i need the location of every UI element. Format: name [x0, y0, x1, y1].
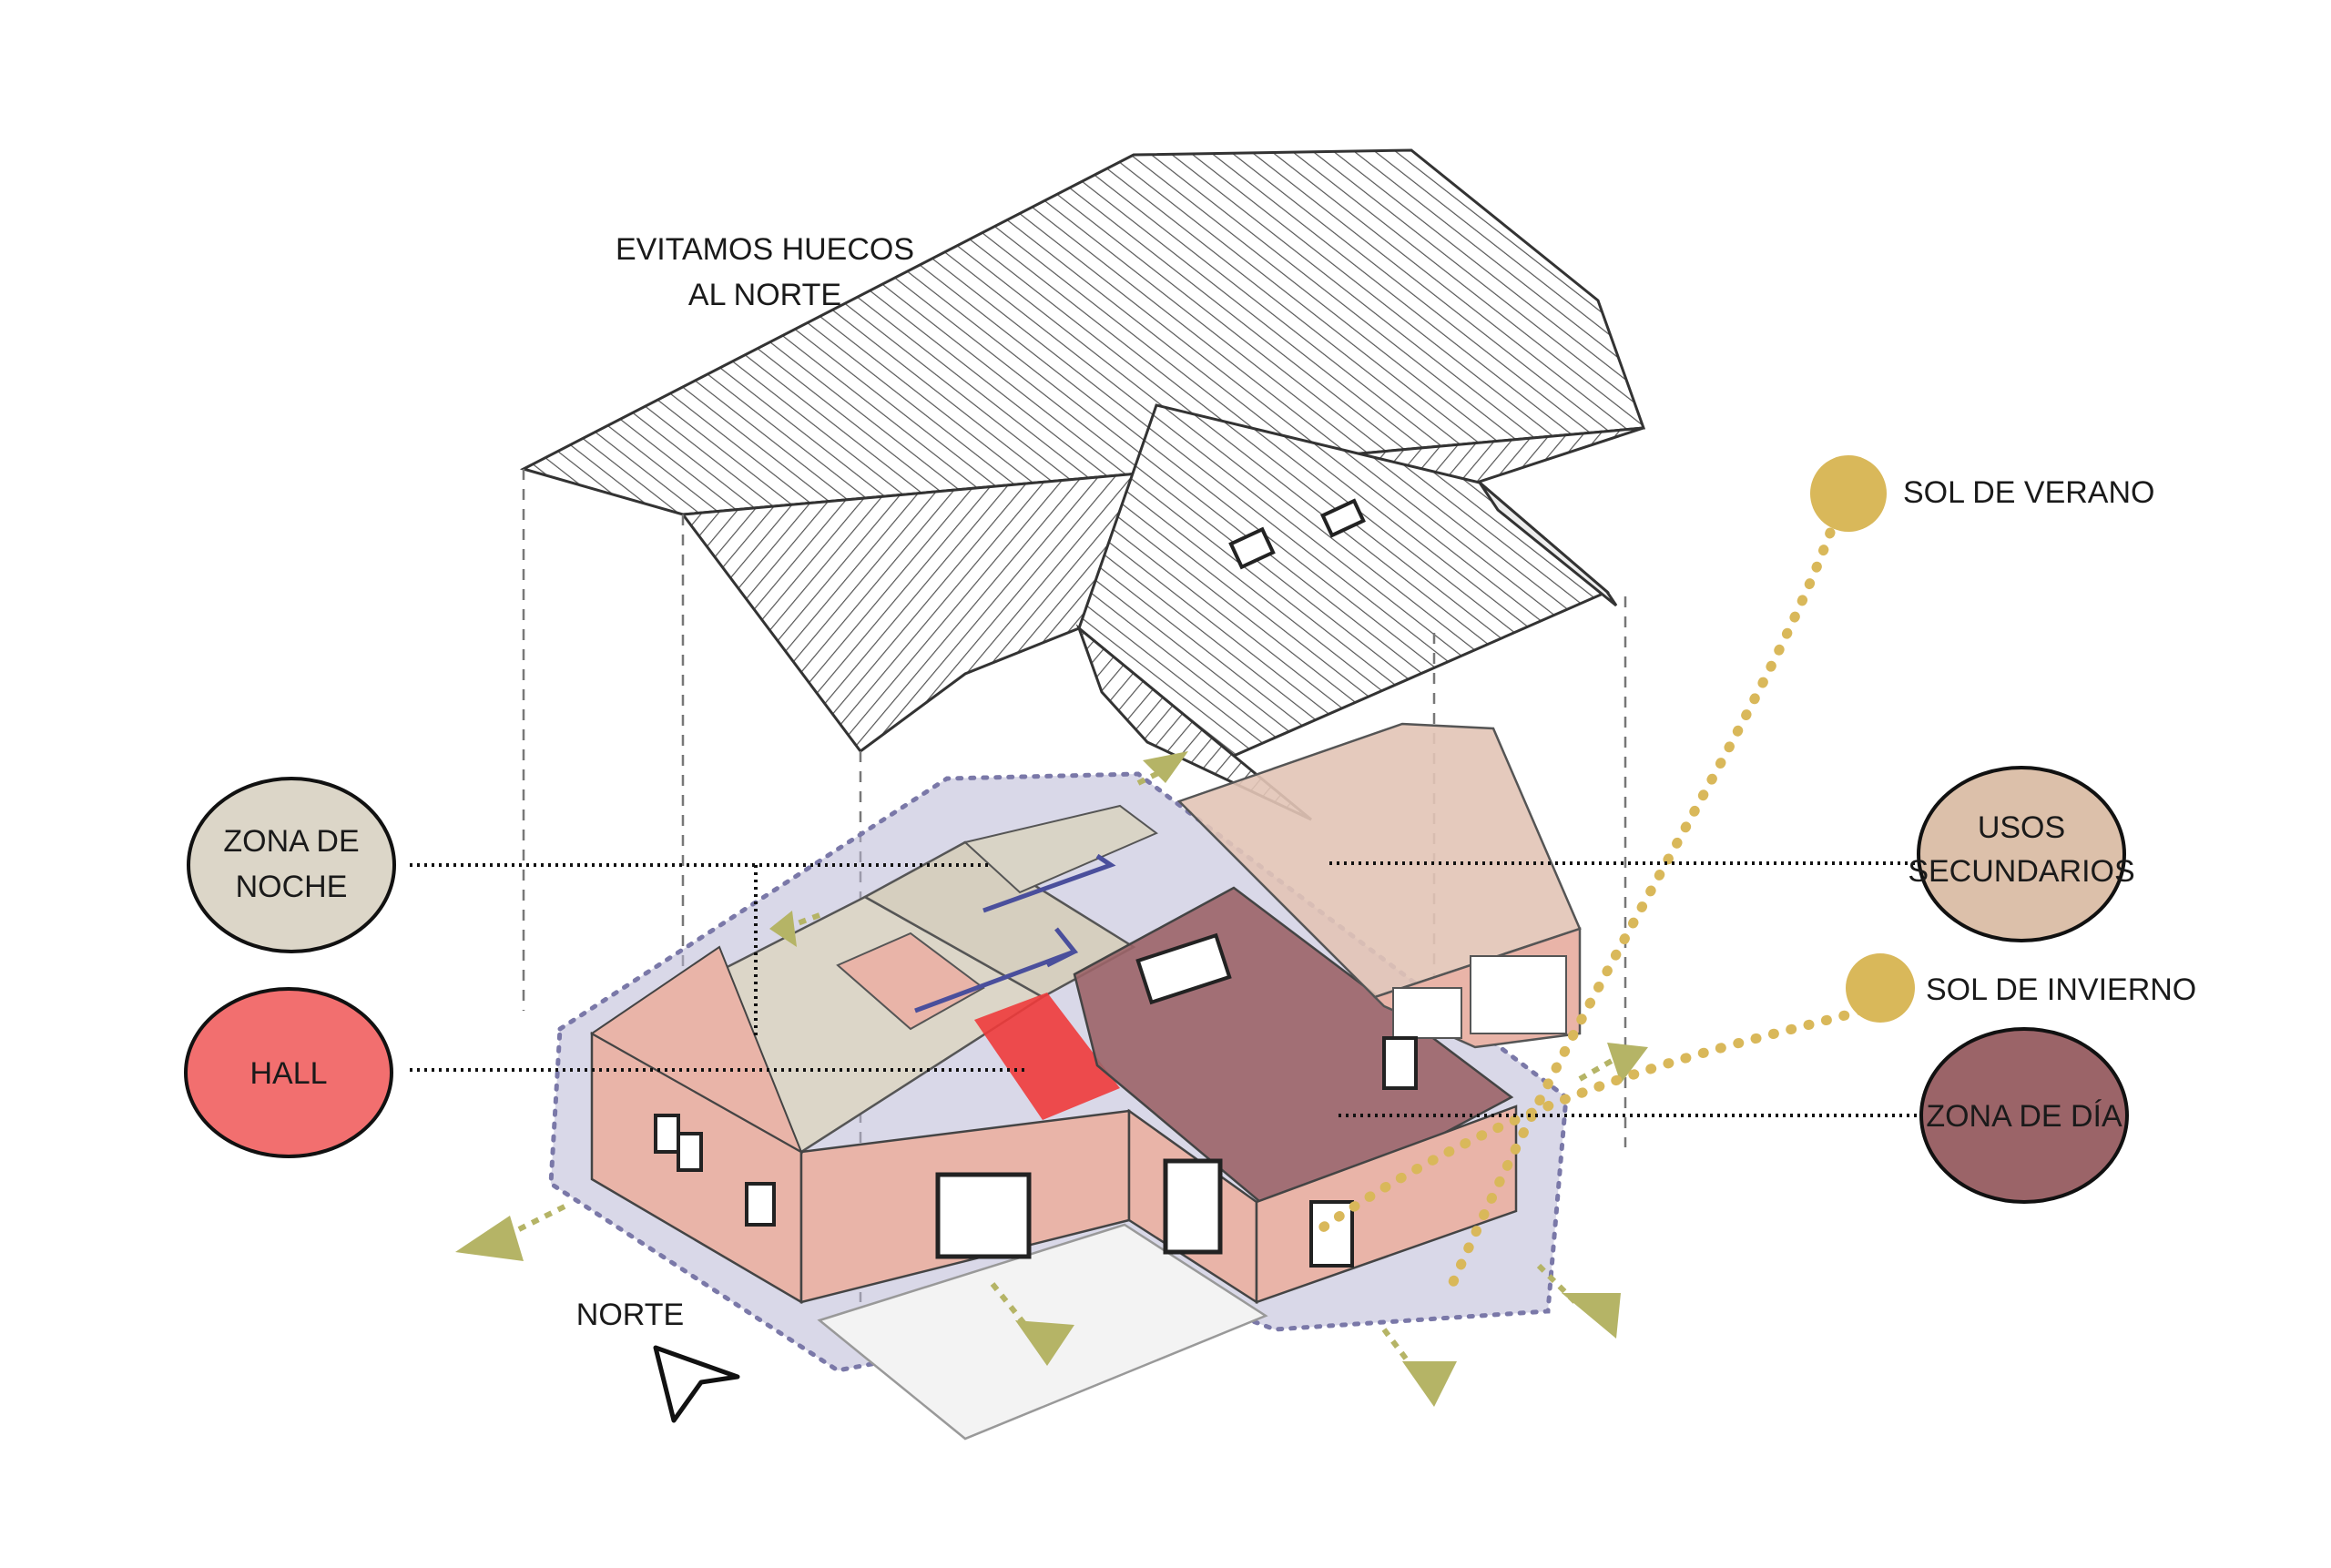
- night-zone-label-line2: NOCHE: [236, 870, 348, 904]
- secondary-uses-label-line1: USOS: [1978, 810, 2065, 845]
- legend-secondary-uses: [1917, 766, 2126, 942]
- hall-label: HALL: [249, 1056, 327, 1091]
- legend-day-zone: [1919, 1027, 2129, 1204]
- north-label: NORTE: [576, 1298, 684, 1332]
- day-zone-label: ZONA DE DÍA: [1926, 1099, 2122, 1134]
- roof-note-line2: AL NORTE: [688, 278, 841, 312]
- winter-sun-icon: [1846, 953, 1915, 1023]
- summer-sun-path: [1447, 527, 1836, 1289]
- hall-floor: [974, 993, 1120, 1120]
- night-zone-label-line1: ZONA DE: [223, 824, 359, 859]
- leader-lines: [410, 861, 1917, 1117]
- zone-legend: [184, 766, 2129, 1204]
- house-volumes: [590, 722, 1582, 1305]
- roof: [519, 148, 1646, 821]
- winter-sun-label: SOL DE INVIERNO: [1926, 972, 2196, 1007]
- skylight-1: [1228, 526, 1276, 570]
- legend-night-zone: [187, 777, 396, 953]
- summer-sun-icon: [1810, 455, 1887, 532]
- winter-sun-path: [1315, 1005, 1868, 1235]
- summer-sun-label: SOL DE VERANO: [1903, 475, 2154, 510]
- skylight-2: [1320, 498, 1366, 538]
- sun-paths: [1315, 527, 1868, 1289]
- ventilation-arrows: [455, 751, 1648, 1407]
- legend-hall: [184, 987, 393, 1158]
- roof-note-line1: EVITAMOS HUECOS: [616, 232, 914, 267]
- secondary-uses-label-line2: SECUNDARIOS: [1908, 854, 2134, 889]
- north-arrow-icon: [653, 1345, 740, 1423]
